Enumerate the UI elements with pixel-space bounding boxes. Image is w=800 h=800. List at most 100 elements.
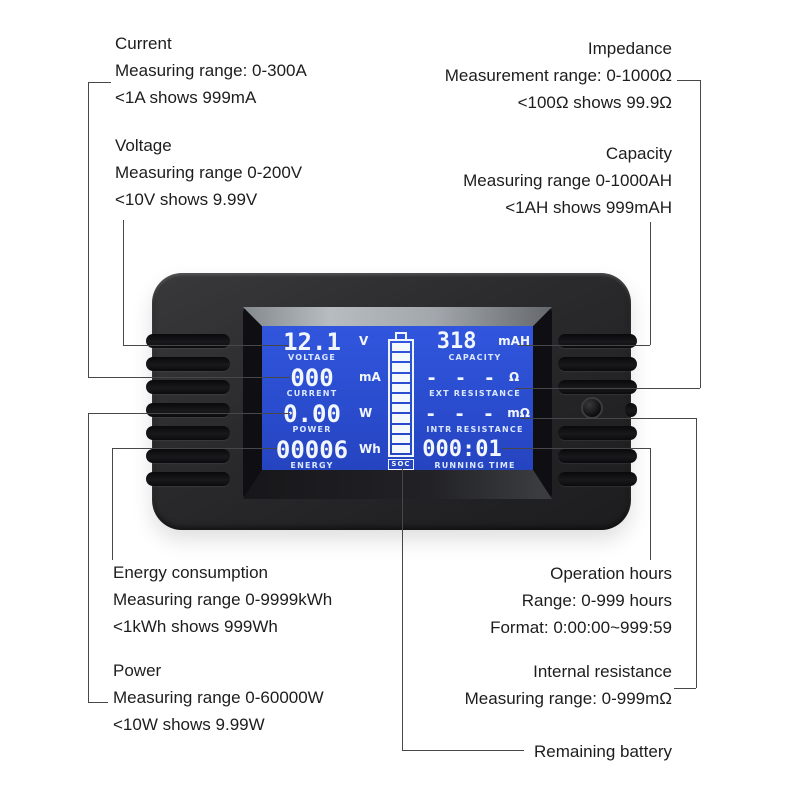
voltage-title: Voltage — [115, 136, 172, 155]
power-callout-line — [88, 702, 108, 703]
running-time-label: RUNNING TIME — [434, 461, 516, 470]
current-callout-line — [88, 82, 111, 83]
impedance-title: Impedance — [587, 39, 672, 58]
voltage-label: VOLTAGE — [287, 353, 337, 362]
battery-segment — [392, 434, 410, 443]
vent-rib — [625, 403, 637, 417]
vent-rib — [146, 449, 230, 463]
current-callout-line — [88, 82, 89, 377]
intr-resistance-unit: mΩ — [507, 406, 530, 420]
current-annotation: Current Measuring range: 0-300A <1A show… — [115, 30, 307, 111]
lcd-voltage-row: 12.1 V VOLTAGE — [270, 329, 394, 365]
vent-rib — [558, 472, 637, 486]
vent-rib — [558, 449, 637, 463]
current-title: Current — [115, 34, 172, 53]
capacity-range: Measuring range 0-1000AH — [463, 171, 672, 190]
voltage-note: <10V shows 9.99V — [115, 190, 258, 209]
lcd-display: 12.1 V VOLTAGE 000 mA CURRENT — [262, 326, 533, 470]
voltage-callout-line — [123, 220, 124, 345]
remaining-battery-callout-line — [402, 750, 524, 751]
operation-hours-range: Range: 0-999 hours — [521, 591, 672, 610]
intr-resistance-value: - - - — [425, 403, 498, 425]
impedance-callout-line — [677, 80, 700, 81]
power-callout-line — [88, 413, 290, 414]
power-label: POWER — [292, 425, 332, 434]
current-note: <1A shows 999mA — [115, 88, 257, 107]
energy-range: Measuring range 0-9999kWh — [113, 590, 333, 609]
capacity-value: 318 — [436, 329, 477, 354]
current-range: Measuring range: 0-300A — [115, 61, 307, 80]
bezel-top-highlight — [243, 307, 552, 326]
remaining-battery-title: Remaining battery — [534, 742, 672, 761]
operation-hours-title: Operation hours — [550, 564, 672, 583]
remaining-battery-callout-line — [402, 466, 403, 750]
soc-label: SOC — [388, 459, 414, 470]
bezel-bottom-shade — [243, 470, 552, 499]
energy-annotation: Energy consumption Measuring range 0-999… — [113, 559, 332, 640]
energy-note: <1kWh shows 999Wh — [113, 617, 278, 636]
lcd-ext-resistance-row: - - - Ω EXT RESISTANCE — [420, 365, 530, 401]
battery-segment — [392, 343, 410, 352]
internal-resistance-range: Measuring range: 0-999mΩ — [464, 689, 672, 708]
intr-resistance-label: INTR RESISTANCE — [426, 425, 524, 434]
lcd-left-column: 12.1 V VOLTAGE 000 mA CURRENT — [270, 329, 394, 473]
energy-value: 00006 — [275, 436, 349, 464]
vent-rib — [558, 426, 637, 440]
ext-resistance-label: EXT RESISTANCE — [429, 389, 521, 398]
power-annotation: Power Measuring range 0-60000W <10W show… — [113, 657, 324, 738]
energy-callout-line — [112, 448, 113, 560]
capacity-label: CAPACITY — [448, 353, 502, 362]
battery-monitor-device: 12.1 V VOLTAGE 000 mA CURRENT — [146, 273, 637, 530]
power-value: 0.00 — [283, 400, 341, 428]
ext-resistance-value: - - - — [425, 367, 499, 389]
battery-segment — [392, 383, 410, 392]
device-push-button — [581, 397, 603, 419]
impedance-annotation: Impedance Measurement range: 0-1000Ω <10… — [445, 35, 672, 116]
impedance-callout-line — [700, 80, 701, 388]
operation-hours-callout-line — [650, 448, 651, 560]
energy-title: Energy consumption — [113, 563, 268, 582]
internal-resistance-callout-line — [520, 418, 696, 419]
lcd-power-row: 0.00 W POWER — [270, 401, 394, 437]
battery-segment — [392, 353, 410, 362]
current-unit: mA — [359, 370, 381, 384]
current-value: 000 — [290, 364, 334, 392]
power-note: <10W shows 9.99W — [113, 715, 265, 734]
capacity-note: <1AH shows 999mAH — [505, 198, 672, 217]
internal-resistance-annotation: Internal resistance Measuring range: 0-9… — [465, 658, 672, 712]
lcd-running-time-row: 000:01 RUNNING TIME — [420, 437, 530, 473]
lcd-capacity-row: 318 mAH CAPACITY — [420, 329, 530, 365]
battery-segment — [392, 414, 410, 423]
capacity-unit: mAH — [498, 334, 530, 348]
vent-rib — [146, 403, 230, 417]
operation-hours-format: Format: 0:00:00~999:59 — [490, 618, 672, 637]
battery-segment — [392, 424, 410, 433]
operation-hours-annotation: Operation hours Range: 0-999 hours Forma… — [490, 560, 672, 641]
voltage-callout-line — [123, 345, 288, 346]
power-callout-line — [88, 413, 89, 702]
vent-rib — [558, 380, 637, 394]
impedance-callout-line — [515, 388, 700, 389]
power-unit: W — [359, 406, 373, 420]
energy-unit: Wh — [359, 442, 381, 456]
capacity-annotation: Capacity Measuring range 0-1000AH <1AH s… — [463, 140, 672, 221]
vent-rib — [558, 334, 637, 348]
lcd-intr-resistance-row: - - - mΩ INTR RESISTANCE — [420, 401, 530, 437]
lcd-current-row: 000 mA CURRENT — [270, 365, 394, 401]
impedance-range: Measurement range: 0-1000Ω — [444, 66, 672, 85]
operation-hours-callout-line — [502, 448, 650, 449]
vent-rib — [146, 426, 230, 440]
internal-resistance-title: Internal resistance — [533, 662, 672, 681]
energy-label: ENERGY — [290, 461, 334, 470]
vent-rib — [558, 357, 637, 371]
running-time-value: 000:01 — [422, 437, 502, 462]
screen-bezel: 12.1 V VOLTAGE 000 mA CURRENT — [243, 307, 552, 499]
battery-gauge: SOC — [388, 332, 414, 470]
current-callout-line — [88, 377, 290, 378]
voltage-unit: V — [359, 334, 369, 348]
vent-rib — [146, 357, 230, 371]
battery-segment — [392, 404, 410, 413]
impedance-note: <100Ω shows 99.9Ω — [517, 93, 672, 112]
vent-rib — [146, 334, 230, 348]
